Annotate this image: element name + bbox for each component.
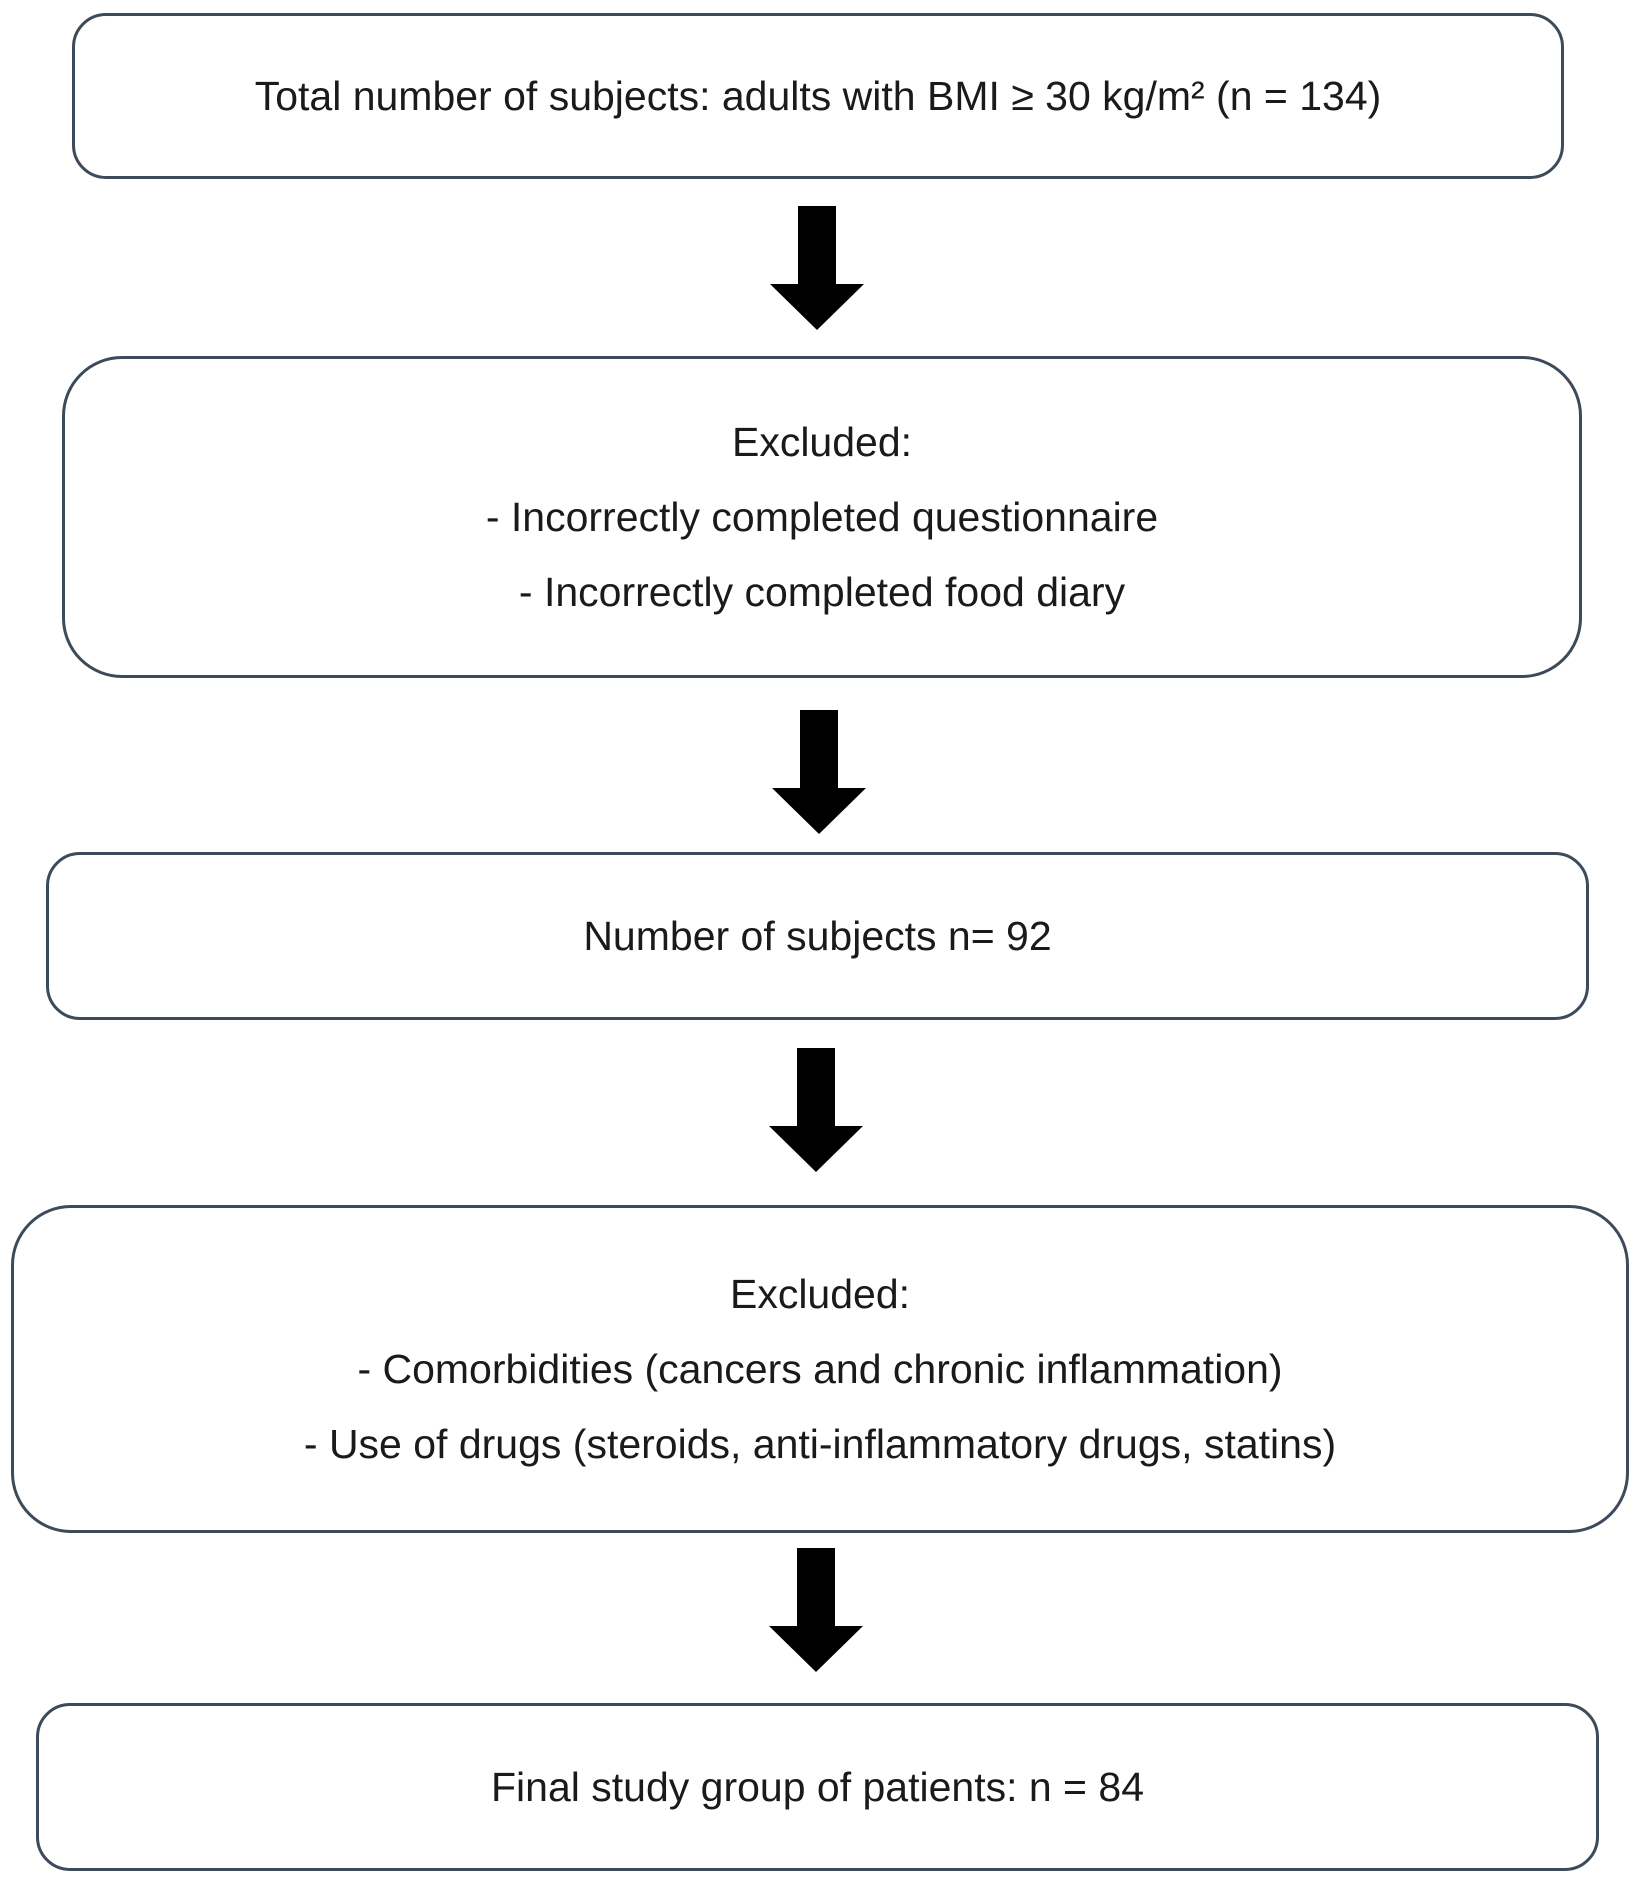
box-number-of-subjects: Number of subjects n= 92 <box>46 852 1589 1020</box>
number-of-subjects-text: Number of subjects n= 92 <box>583 913 1052 959</box>
box-final-study-group: Final study group of patients: n = 84 <box>36 1703 1599 1871</box>
exclusion-1-title: Excluded: <box>731 418 913 465</box>
box-exclusion-1: Excluded: - Incorrectly completed questi… <box>62 356 1582 678</box>
down-arrow-icon <box>769 1048 863 1172</box>
exclusion-1-item: - Incorrectly completed questionnaire <box>485 493 1159 540</box>
box-total-subjects: Total number of subjects: adults with BM… <box>72 13 1564 179</box>
final-study-group-text: Final study group of patients: n = 84 <box>491 1764 1144 1810</box>
down-arrow-icon <box>769 1548 863 1672</box>
down-arrow-icon <box>770 206 864 330</box>
exclusion-2-item: - Use of drugs (steroids, anti-inflammat… <box>303 1420 1337 1467</box>
total-subjects-text: Total number of subjects: adults with BM… <box>254 73 1382 119</box>
exclusion-2-item: - Comorbidities (cancers and chronic inf… <box>357 1345 1283 1392</box>
down-arrow-icon <box>772 710 866 834</box>
box-exclusion-2: Excluded: - Comorbidities (cancers and c… <box>11 1205 1629 1533</box>
exclusion-2-title: Excluded: <box>729 1270 911 1317</box>
exclusion-1-item: - Incorrectly completed food diary <box>518 568 1126 615</box>
